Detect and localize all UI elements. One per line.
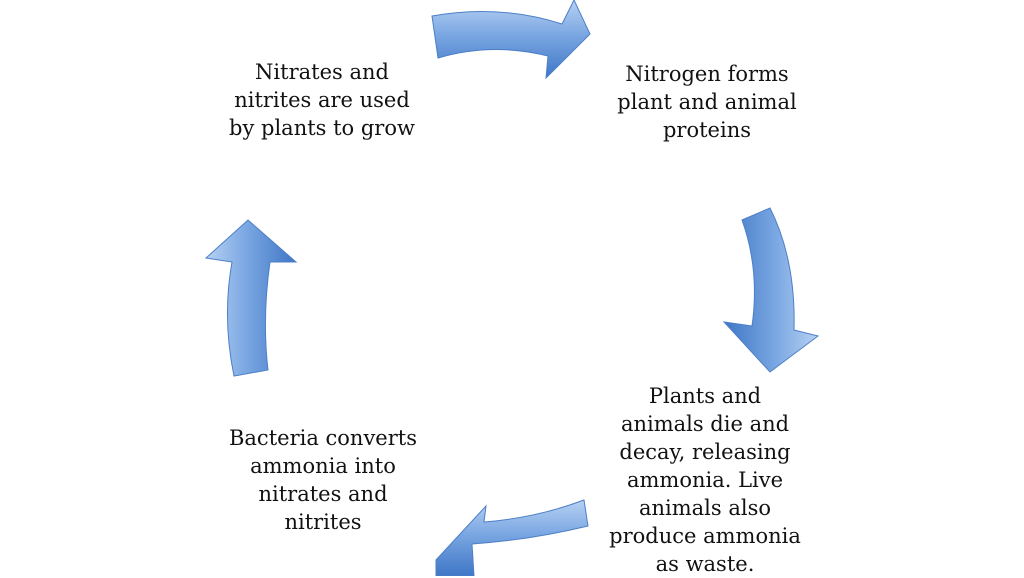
arrow-left-up bbox=[204, 219, 298, 377]
arrow-right-down bbox=[722, 207, 820, 373]
node-nitrogen-forms-proteins: Nitrogen forms plant and animal proteins bbox=[617, 62, 797, 142]
node-bacteria-convert-ammonia: Bacteria converts ammonia into nitrates … bbox=[228, 426, 417, 534]
arrow-bottom-left bbox=[435, 499, 589, 576]
node-decay-releases-ammonia: Plants and animals die and decay, releas… bbox=[609, 384, 801, 576]
node-plants-use-nitrates: Nitrates and nitrites are used by plants… bbox=[229, 60, 415, 140]
arrow-top-right bbox=[431, 0, 591, 80]
